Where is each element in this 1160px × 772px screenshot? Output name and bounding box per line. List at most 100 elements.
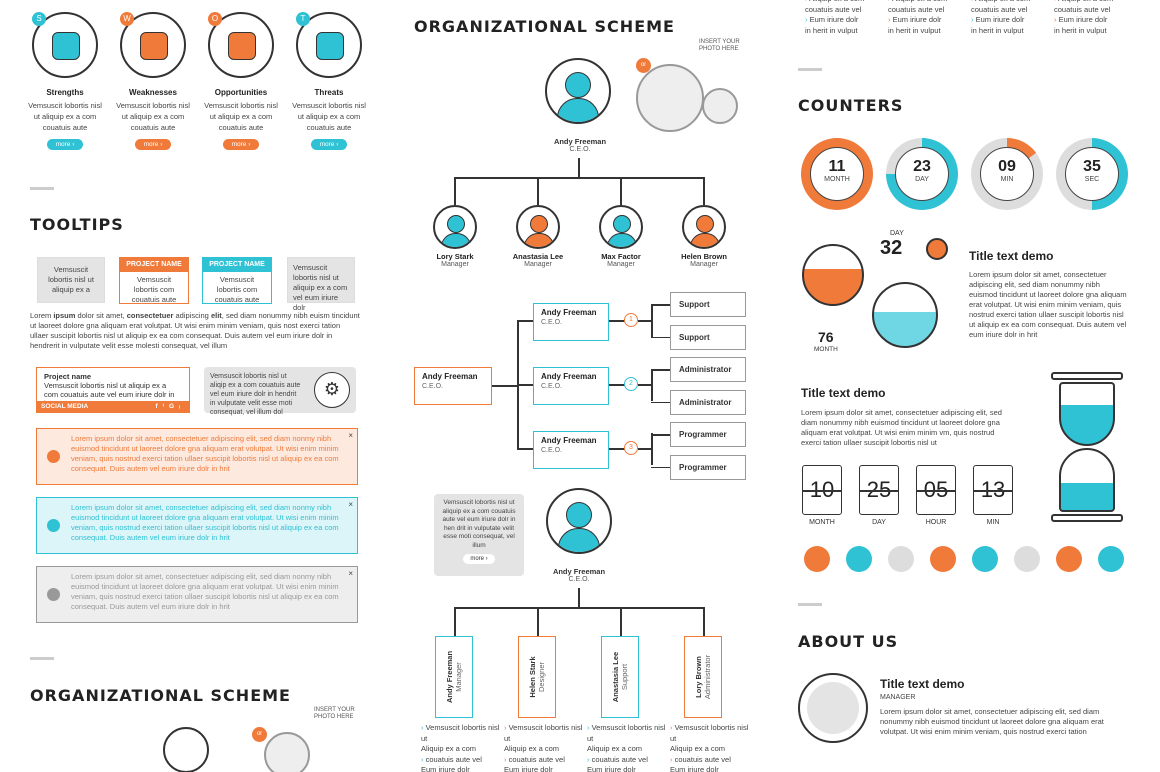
ceo2-name: Andy Freeman: [552, 567, 606, 576]
swot-icon: [228, 32, 256, 60]
connector: [517, 320, 534, 322]
staff-role: Support: [620, 663, 629, 691]
bullet-text: Aliquip ex a com: [670, 744, 726, 753]
leaf-box: Programmer: [670, 454, 746, 480]
gear-icon[interactable]: ⚙: [314, 372, 350, 408]
bullet-text: Aliquip ex a com: [892, 0, 947, 3]
counter-unit: MONTH: [824, 176, 850, 183]
more-button[interactable]: more ›: [311, 139, 347, 150]
manager-avatar: [433, 205, 477, 249]
bullet-text: couatuis aute vel: [971, 4, 1028, 14]
bullet-item: › couatuis aute vel: [504, 755, 584, 766]
tooltip-gray-2: Vemsuscit lobortis nisl ut aliquip ex a …: [287, 257, 355, 312]
bullet-item: › Eum iriure dolr: [1054, 15, 1134, 26]
bullet-text: Vemsuscit lobortis nisl ut: [421, 723, 500, 743]
social-bar: SOCIAL MEDIA fᵗGᵢ: [37, 401, 189, 412]
bullet-arrow: ›: [888, 15, 893, 24]
hourglass-dot-icon[interactable]: [888, 546, 914, 572]
swot-desc: Vemsuscit lobortis nisl ut aliquip ex a …: [292, 101, 366, 132]
more-button[interactable]: more ›: [135, 139, 171, 150]
month-label: MONTH: [814, 346, 838, 353]
swot-title: Strengths: [46, 88, 84, 97]
counter-value: 09: [998, 158, 1016, 175]
photo-placeholder[interactable]: [636, 64, 704, 132]
connector: [651, 466, 671, 468]
connector: [651, 336, 671, 338]
bullet-arrow: ›: [421, 723, 426, 732]
bullet-arrow: ›: [971, 15, 976, 24]
swot-badge: O: [208, 12, 222, 26]
day-value: 32: [880, 237, 903, 259]
bullet-text: Eum iriure dolr: [587, 765, 636, 772]
staff-role: Designer: [537, 662, 546, 693]
connector: [651, 304, 671, 306]
photo-placeholder-small[interactable]: [702, 88, 738, 124]
body-paragraph: Lorem ipsum dolor sit amet, consectetuer…: [30, 311, 360, 351]
connector: [454, 607, 456, 637]
hourglass-dot-icon[interactable]: [804, 546, 830, 572]
close-icon[interactable]: ×: [348, 569, 353, 578]
staff-bullets: › Vemsuscit lobortis nisl ut Aliquip ex …: [421, 723, 501, 772]
flip-divider: [974, 490, 1012, 492]
swot-badge: T: [296, 12, 310, 26]
hourglass-dot-icon[interactable]: [1014, 546, 1040, 572]
close-icon[interactable]: ×: [348, 431, 353, 440]
connector: [609, 320, 625, 322]
hourglass-dot-icon[interactable]: [930, 546, 956, 572]
staff-name: Andy Freeman: [445, 650, 454, 704]
bullet-text: Aliquip ex a com: [1058, 0, 1113, 3]
tooltips-heading: TOOLTIPS: [30, 215, 124, 234]
hourglass-dot-icon[interactable]: [1056, 546, 1082, 572]
leaf-box: Administrator: [670, 357, 746, 382]
hourglass-dot-icon[interactable]: [972, 546, 998, 572]
staff-name: Lory Brown: [694, 656, 703, 698]
about-photo[interactable]: [798, 673, 868, 743]
swot-icon-circle: T: [296, 12, 362, 78]
more-button[interactable]: more ›: [47, 139, 83, 150]
photo-placeholder[interactable]: [264, 732, 310, 772]
flip-divider: [803, 490, 841, 492]
bullet-text: couatuis aute vel: [888, 4, 945, 14]
tooltip-text: Vemsuscit lobortis nisl ut aliquip ex a: [48, 265, 94, 294]
social-icons[interactable]: fᵗGᵢ: [155, 403, 185, 410]
more-button[interactable]: more ›: [463, 554, 495, 564]
alert-box: Lorem ipsum dolor sit amet, consectetuer…: [36, 566, 358, 623]
bullet-item: › Vemsuscit lobortis nisl ut: [421, 723, 501, 744]
bullet-text: Eum iriure dolr: [421, 765, 470, 772]
bullet-text: Eum iriure dolr: [975, 15, 1025, 24]
bullet-column: › Aliquip ex a com couatuis aute vel› Eu…: [805, 0, 885, 36]
flip-divider: [860, 490, 898, 492]
manager-avatar: [599, 205, 643, 249]
tooltip-text: Vemsuscit lobortis com couatuis aute: [214, 275, 260, 304]
connector: [651, 401, 671, 403]
or-badge: or: [636, 58, 651, 73]
bullet-item: › Eum iriure dolr: [805, 15, 885, 26]
connector: [609, 384, 625, 386]
bullet-item: › Vemsuscit lobortis nisl ut: [504, 723, 584, 744]
bullet-item: in herit in vulput: [888, 26, 968, 37]
close-icon[interactable]: ×: [348, 500, 353, 509]
org-heading-left: ORGANIZATIONAL SCHEME: [30, 686, 291, 705]
flip-divider: [917, 490, 955, 492]
bullet-arrow: ›: [888, 0, 892, 3]
tooltip-text: Vemsuscit lobortis com couatuis aute: [131, 275, 177, 304]
bullet-text: in herit in vulput: [888, 25, 941, 35]
manager-avatar: [516, 205, 560, 249]
more-button[interactable]: more ›: [223, 139, 259, 150]
flip-label: MIN: [986, 519, 1000, 526]
staff-bullets: › Vemsuscit lobortis nisl ut Aliquip ex …: [504, 723, 584, 772]
bullet-text: Vemsuscit lobortis nisl ut: [670, 723, 749, 743]
bullet-item: › couatuis aute vel: [587, 755, 667, 766]
month-value: 76: [818, 329, 834, 345]
bullet-item: Eum iriure dolr: [504, 765, 584, 772]
connector: [651, 433, 653, 465]
hourglass-dot-icon[interactable]: [1098, 546, 1124, 572]
hourglass-dot-icon[interactable]: [846, 546, 872, 572]
bullet-item: › couatuis aute vel: [421, 755, 501, 766]
bullet-text: couatuis aute vel: [1054, 4, 1111, 14]
